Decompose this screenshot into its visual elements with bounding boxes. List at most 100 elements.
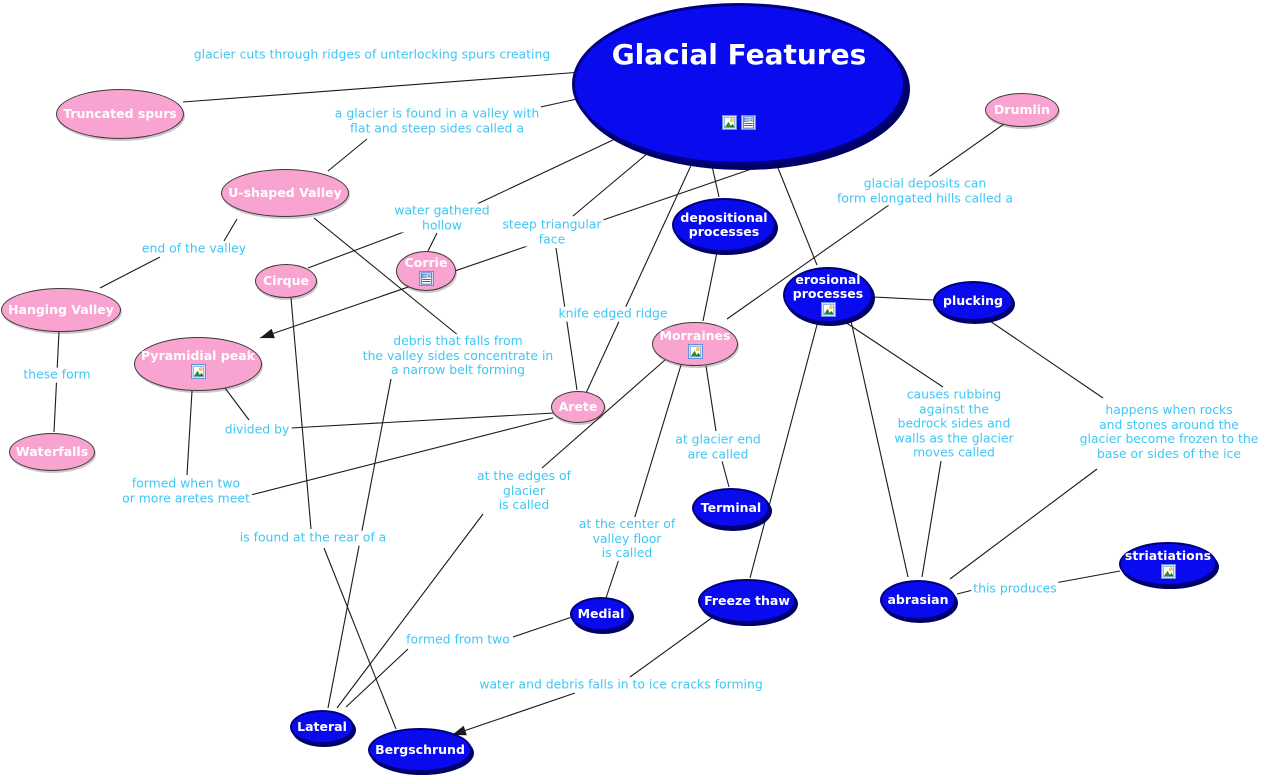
link-label-l9[interactable]: glacial deposits can form elongated hill… <box>835 175 1015 206</box>
image-resource-icon[interactable] <box>1160 564 1176 579</box>
concept-node-label: U-shaped Valley <box>228 185 342 200</box>
link-label-l6[interactable]: steep triangular face <box>500 216 604 247</box>
concept-node-bergschrund[interactable]: Bergschrund <box>368 728 472 772</box>
edge-line <box>290 297 312 530</box>
edge-line <box>605 555 621 599</box>
concept-node-pyramidial-peak[interactable]: Pyramidial peak <box>134 337 262 391</box>
edge-line <box>323 547 397 730</box>
concept-node-corrie[interactable]: Corrie <box>396 251 456 291</box>
edge-line <box>921 460 942 578</box>
edge-line <box>721 460 730 488</box>
resource-icons <box>418 271 434 286</box>
concept-node-u-shaped-valley[interactable]: U-shaped Valley <box>221 169 349 217</box>
edge-line <box>476 139 614 205</box>
link-label-l14[interactable]: at the center of valley floor is called <box>576 516 678 561</box>
document-resource-icon[interactable] <box>418 271 434 286</box>
concept-node-label: erosional processes <box>792 272 864 301</box>
concept-node-freeze-thaw[interactable]: Freeze thaw <box>698 579 796 623</box>
resource-icons <box>722 114 756 130</box>
edge-line <box>749 320 819 579</box>
link-label-l16[interactable]: causes rubbing against the bedrock sides… <box>892 386 1016 461</box>
concept-node-plucking[interactable]: plucking <box>933 281 1013 321</box>
link-label-l12[interactable]: is found at the rear of a <box>237 529 389 546</box>
concept-node-arete[interactable]: Arete <box>551 391 605 423</box>
link-label-l11[interactable]: formed when two or more aretes meet <box>120 475 252 506</box>
arrowhead <box>260 328 275 339</box>
link-label-l2[interactable]: a glacier is found in a valley with flat… <box>332 105 542 136</box>
edge-line <box>535 98 578 109</box>
concept-node-label: Hanging Valley <box>8 302 114 317</box>
concept-node-striatiations[interactable]: striatiations <box>1119 542 1217 586</box>
image-resource-icon[interactable] <box>820 302 836 317</box>
link-label-l1[interactable]: glacier cuts through ridges of unterlock… <box>191 46 553 63</box>
concept-node-label: striatiations <box>1124 548 1212 563</box>
edge-line <box>872 296 934 301</box>
edge-line <box>290 412 555 429</box>
concept-node-label: Medial <box>577 606 625 621</box>
edge-line <box>702 251 718 322</box>
edge-line <box>512 616 573 638</box>
concept-node-lateral[interactable]: Lateral <box>290 710 354 744</box>
concept-node-morraines[interactable]: Morraines <box>652 322 738 366</box>
concept-node-drumlin[interactable]: Drumlin <box>985 93 1059 127</box>
link-label-l17[interactable]: happens when rocks and stones around the… <box>1077 401 1261 462</box>
concept-node-cirque[interactable]: Cirque <box>255 264 317 298</box>
concept-node-label: Morraines <box>659 328 731 343</box>
link-label-l7[interactable]: knife edged ridge <box>556 305 670 322</box>
link-label-l13[interactable]: at the edges of glacier is called <box>475 468 573 513</box>
concept-node-truncated-spurs[interactable]: Truncated spurs <box>56 89 184 139</box>
concept-node-label: depositional processes <box>680 210 768 239</box>
concept-node-glacial-features[interactable]: Glacial Features <box>572 3 906 165</box>
concept-node-abrasian[interactable]: abrasian <box>880 580 956 620</box>
edge-line <box>841 319 944 388</box>
concept-node-label: Glacial Features <box>611 37 867 71</box>
concept-node-hanging-valley[interactable]: Hanging Valley <box>1 288 121 332</box>
edge-line <box>572 152 649 217</box>
edge-line <box>629 616 714 678</box>
edge-line <box>307 229 410 269</box>
edge-line <box>224 387 250 421</box>
concept-node-depositional-processes[interactable]: depositional processes <box>672 198 776 252</box>
concept-node-label: Terminal <box>700 500 762 515</box>
concept-node-label: Waterfalls <box>15 444 89 459</box>
edge-line <box>949 468 1098 580</box>
document-resource-icon[interactable] <box>741 114 756 130</box>
edge-line <box>632 364 682 524</box>
concept-node-label: Arete <box>558 399 598 414</box>
edge-line <box>777 167 818 266</box>
edge-line <box>336 513 484 709</box>
resource-icons <box>820 302 836 317</box>
edge-line <box>711 165 720 198</box>
concept-node-label: Drumlin <box>994 102 1050 117</box>
edge-line <box>182 71 583 103</box>
image-resource-icon[interactable] <box>722 114 737 130</box>
concept-node-terminal[interactable]: Terminal <box>692 488 770 528</box>
link-label-l4[interactable]: these form <box>21 366 93 383</box>
link-label-l15[interactable]: at glacier end are called <box>673 431 763 462</box>
concept-node-label: Truncated spurs <box>63 106 177 121</box>
link-label-l19[interactable]: this produces <box>971 580 1059 597</box>
arrowhead <box>452 725 467 736</box>
link-label-l10[interactable]: divided by <box>222 421 292 438</box>
edge-line <box>345 648 409 708</box>
edge-line <box>451 692 576 736</box>
edge-line <box>259 163 767 339</box>
edge-line <box>313 217 460 337</box>
link-label-l8[interactable]: debris that falls from the valley sides … <box>360 333 556 378</box>
edge-line <box>850 320 909 578</box>
concept-node-medial[interactable]: Medial <box>570 597 632 631</box>
concept-node-waterfalls[interactable]: Waterfalls <box>9 433 95 471</box>
link-label-l20[interactable]: water and debris falls in to ice cracks … <box>477 676 765 693</box>
concept-node-label: Bergschrund <box>375 742 465 757</box>
concept-node-label: Pyramidial peak <box>141 348 255 363</box>
concept-node-erosional-processes[interactable]: erosional processes <box>783 267 873 323</box>
image-resource-icon[interactable] <box>687 344 703 359</box>
link-label-l18[interactable]: formed from two <box>404 631 512 648</box>
edge-line <box>99 256 161 289</box>
image-resource-icon[interactable] <box>190 364 206 379</box>
link-label-l5[interactable]: water gathered hollow <box>392 202 492 233</box>
edge-line <box>186 390 193 476</box>
edge-line <box>242 417 554 498</box>
edge-line <box>986 318 1104 399</box>
link-label-l3[interactable]: end of the valley <box>139 240 249 257</box>
